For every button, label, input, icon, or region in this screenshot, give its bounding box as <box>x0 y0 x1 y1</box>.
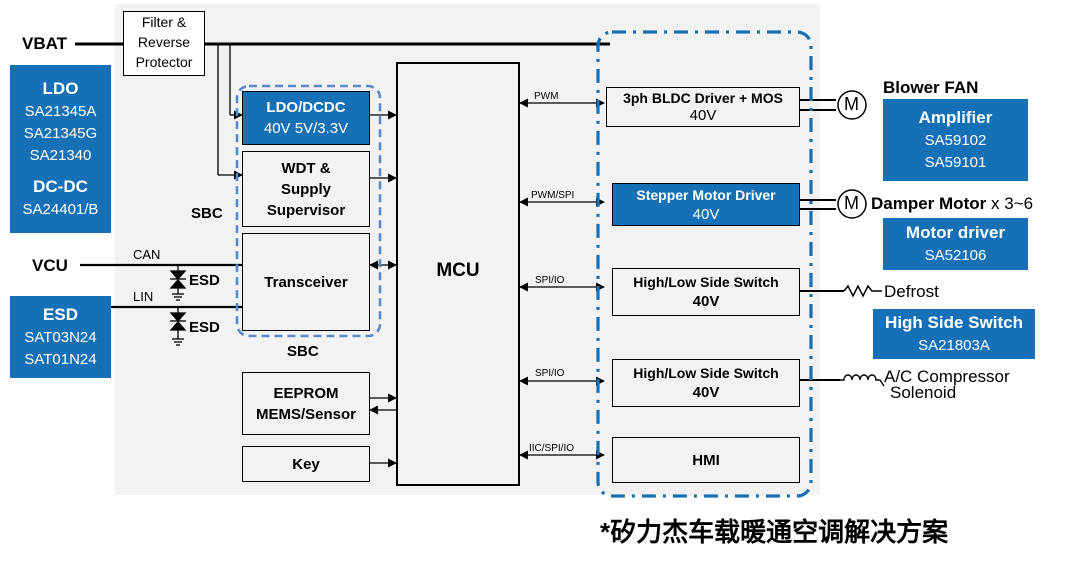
eeprom-line: MEMS/Sensor <box>255 405 357 423</box>
resistor-icon <box>843 284 882 298</box>
compressor-line: A/C Compressor <box>884 367 1010 386</box>
mcu-label: MCU <box>436 260 480 281</box>
esd-label: ESD <box>189 272 220 289</box>
amplifier-title: Amplifier <box>918 108 993 127</box>
amplifier-item: SA59102 <box>924 132 987 149</box>
vbat-label: VBAT <box>22 34 68 53</box>
transceiver-block: Transceiver <box>242 233 370 331</box>
transceiver-label: Transceiver <box>264 273 348 291</box>
lin-label: LIN <box>133 289 154 304</box>
ldo-item: SA21340 <box>29 147 92 164</box>
ldo-title: LDO <box>42 79 79 98</box>
hls-block-2: High/Low Side Switch 40V <box>612 359 800 407</box>
ldo-dcdc-block: LDO/DCDC 40V 5V/3.3V <box>242 91 370 145</box>
tvs-diode-icon <box>169 307 187 346</box>
ldo-item: SA21345A <box>24 103 97 120</box>
stepper-title: Stepper Motor Driver <box>636 186 776 203</box>
dcdc-title: DC-DC <box>33 177 88 196</box>
dcdc-item: SA24401/B <box>22 201 99 218</box>
bus-label: SPI/IO <box>535 275 565 286</box>
defrost-label: Defrost <box>884 282 939 301</box>
filter-box: Filter & Reverse Protector <box>123 11 205 76</box>
hls-voltage: 40V <box>692 293 720 310</box>
blower-label: Blower FAN <box>883 78 979 97</box>
hls-block-1: High/Low Side Switch 40V <box>612 268 800 316</box>
high-side-title: High Side Switch <box>885 313 1023 332</box>
eeprom-block: EEPROM MEMS/Sensor <box>242 372 370 435</box>
bldc-title: 3ph BLDC Driver + MOS <box>623 90 783 106</box>
ldo-item: SA21345G <box>23 125 98 142</box>
ldo-dcdc-title: LDO/DCDC <box>266 99 346 116</box>
hls-title: High/Low Side Switch <box>633 365 779 381</box>
filter-line: Protector <box>135 54 193 70</box>
damper-name: Damper Motor <box>871 194 987 213</box>
amplifier-item: SA59101 <box>924 154 987 171</box>
vcu-label: VCU <box>32 256 68 275</box>
eeprom-line: EEPROM <box>273 384 339 402</box>
filter-line: Filter & <box>141 14 187 30</box>
motor-driver-item: SA52106 <box>924 247 987 264</box>
esd-card: ESD SAT03N24 SAT01N24 <box>10 296 111 378</box>
wdt-line: Supply <box>280 180 331 198</box>
hmi-label: HMI <box>692 451 720 469</box>
compressor-line: Solenoid <box>890 383 957 402</box>
hmi-block: HMI <box>612 437 800 483</box>
hls-voltage: 40V <box>692 384 720 401</box>
high-side-item: SA21803A <box>918 337 990 354</box>
motor-driver-card: Motor driver SA52106 <box>883 218 1028 270</box>
motor-symbol: M <box>844 193 859 213</box>
amplifier-card: Amplifier SA59102 SA59101 <box>883 99 1028 181</box>
sbc-label: SBC <box>287 343 319 360</box>
key-label: Key <box>292 455 320 473</box>
esd-item: SAT03N24 <box>24 329 97 346</box>
damper-motor-icon <box>837 189 867 219</box>
bus-label: PWM/SPI <box>531 190 575 201</box>
esd-title: ESD <box>43 305 78 324</box>
wdt-block: WDT & Supply Supervisor <box>242 151 370 227</box>
wdt-line: Supervisor <box>266 201 346 219</box>
motor-symbol: M <box>844 94 859 114</box>
hls-title: High/Low Side Switch <box>633 274 779 290</box>
ldo-dcdc-spec: 40V 5V/3.3V <box>263 120 349 137</box>
tvs-diode-icon <box>169 265 187 301</box>
sbc-region <box>235 84 382 338</box>
filter-line: Reverse <box>137 34 191 50</box>
motor-driver-title: Motor driver <box>905 223 1006 242</box>
ldo-card: LDO SA21345A SA21345G SA21340 DC-DC SA24… <box>10 65 111 233</box>
bldc-voltage: 40V <box>689 107 717 124</box>
compressor-label: A/C Compressor Solenoid <box>884 367 1010 402</box>
blower-motor-icon <box>837 90 867 120</box>
inductor-icon <box>840 374 885 387</box>
high-side-card: High Side Switch SA21803A <box>873 309 1035 359</box>
damper-qty: x 3~6 <box>990 194 1034 213</box>
driver-region <box>596 30 813 498</box>
key-block: Key <box>242 446 370 482</box>
wdt-line: WDT & <box>281 159 331 177</box>
esd-label: ESD <box>189 319 220 336</box>
esd-item: SAT01N24 <box>24 351 97 368</box>
sbc-label: SBC <box>191 205 223 222</box>
can-label: CAN <box>133 247 161 262</box>
stepper-driver-block: Stepper Motor Driver 40V <box>612 183 800 226</box>
bus-label: IIC/SPI/IO <box>529 443 575 454</box>
stepper-voltage: 40V <box>692 205 720 223</box>
bus-label: SPI/IO <box>535 368 565 379</box>
bus-label: PWM <box>534 91 559 102</box>
footer-caption: *矽力杰车载暖通空调解决方案 <box>600 517 949 547</box>
damper-label: Damper Motor x 3~6 <box>871 194 1033 214</box>
mcu-block: MCU <box>396 62 520 486</box>
bldc-driver-block: 3ph BLDC Driver + MOS 40V <box>606 87 800 127</box>
